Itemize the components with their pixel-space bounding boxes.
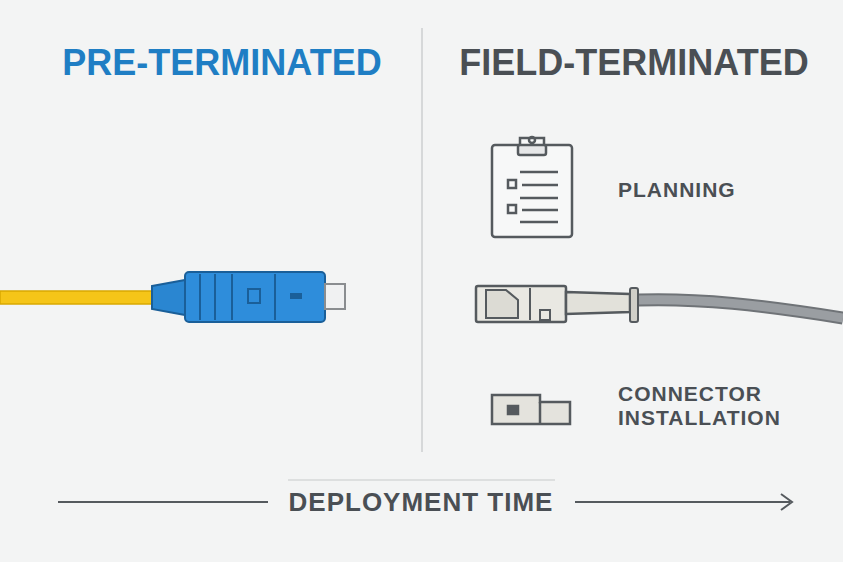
connector-icon bbox=[492, 395, 570, 424]
divider-line bbox=[421, 28, 423, 452]
clipboard-icon bbox=[492, 137, 572, 237]
step-label: PLANNING bbox=[618, 178, 736, 202]
axis-label: DEPLOYMENT TIME bbox=[285, 488, 558, 518]
sc-connector bbox=[0, 272, 345, 322]
field-connector bbox=[476, 286, 843, 322]
column-heading: FIELD-TERMINATED bbox=[459, 42, 808, 83]
axis-rule bbox=[288, 479, 555, 481]
column-heading: PRE-TERMINATED bbox=[62, 42, 381, 83]
step-label: CONNECTOR INSTALLATION bbox=[618, 382, 798, 430]
